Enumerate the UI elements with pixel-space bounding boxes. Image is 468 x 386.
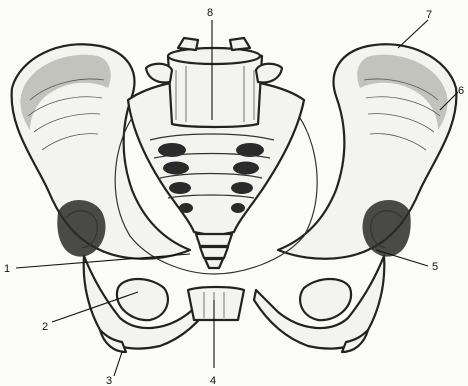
callout-7: 7 [426,9,432,21]
leader-7 [398,20,428,48]
sacral-foramen [169,182,191,194]
callout-6: 6 [458,85,464,97]
sacral-foramen [163,162,189,175]
callout-5: 5 [432,261,438,273]
sacral-foramen [179,203,193,213]
coccyx [196,234,232,268]
callout-1: 1 [4,263,10,275]
callout-8: 8 [207,7,213,19]
callout-2: 2 [42,321,48,333]
leader-3 [114,352,122,376]
obturator-foramen-right [300,279,351,320]
sacral-foramen [231,182,253,194]
sacral-foramen [233,162,259,175]
sacral-foramen [231,203,245,213]
callout-3: 3 [106,375,112,386]
callout-4: 4 [210,375,216,386]
obturator-foramen-left [117,279,168,320]
leader-1 [16,254,190,268]
